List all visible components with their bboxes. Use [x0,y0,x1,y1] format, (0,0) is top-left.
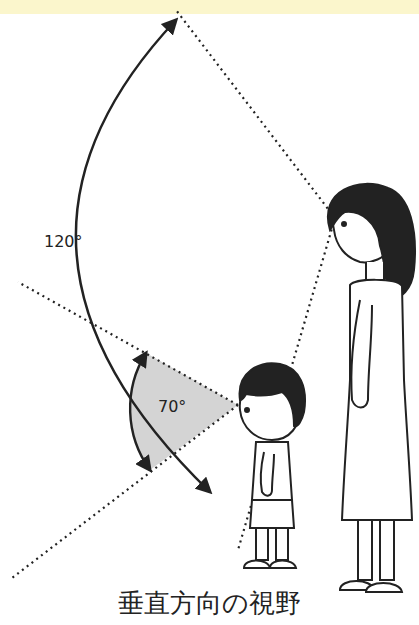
woman-figure [328,184,415,592]
sight-lines [12,10,335,578]
arc-120 [76,20,210,492]
angle-label: 70° [158,397,186,416]
child-figure [240,363,305,568]
top-band [0,0,419,14]
arc-70 [130,353,150,470]
child-view-wedge [130,353,238,470]
caption: 垂直方向の視野 [0,586,419,621]
angle-label: 120° [44,232,83,251]
